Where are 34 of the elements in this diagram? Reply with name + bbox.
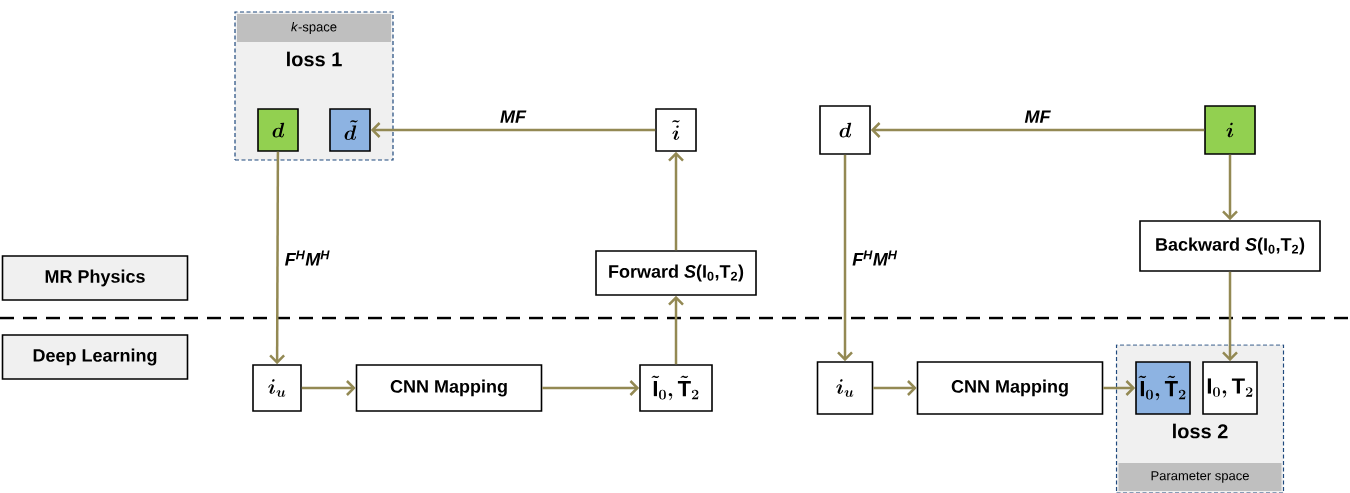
panel-header: k-space bbox=[237, 14, 391, 42]
image-box: $i_{u}$ bbox=[816, 361, 874, 415]
arrow bbox=[837, 154, 853, 362]
edge-label: MF bbox=[1024, 110, 1051, 123]
image-box: $\tilde{i}$ bbox=[655, 108, 697, 152]
data-box: $d$ bbox=[257, 108, 299, 152]
parameter-box: $\tilde{\mathrm{I}}_{0},\tilde{\mathrm{T}}_{2}$ bbox=[1135, 361, 1191, 415]
process-box: Backward S(I$_{0}$,T$_{2}$) bbox=[1139, 220, 1321, 272]
process-box: CNN Mapping bbox=[916, 361, 1104, 415]
panel-header: Parameter space bbox=[1118, 463, 1282, 491]
parameter-box: $\mathrm{I}_{0},\mathrm{T}_{2}$ bbox=[1202, 361, 1258, 415]
data-box: $d$ bbox=[819, 105, 871, 155]
section-box: MR Physics bbox=[1, 255, 189, 301]
arrow bbox=[370, 122, 656, 138]
arrow bbox=[1222, 154, 1238, 221]
arrow bbox=[542, 380, 640, 396]
arrow bbox=[301, 380, 356, 396]
arrow bbox=[668, 295, 684, 365]
edge-label: F$^{H}$M$^{H}$ bbox=[852, 250, 898, 266]
process-box: CNN Mapping bbox=[355, 364, 543, 412]
edge-label: F$^{H}$M$^{H}$ bbox=[285, 250, 330, 266]
image-box: $i_{u}$ bbox=[252, 364, 302, 412]
parameter-box: $\tilde{\mathrm{I}}_{0},\tilde{\mathrm{T}}_{2}$ bbox=[639, 364, 713, 412]
data-box: $\tilde{d}$ bbox=[329, 108, 371, 152]
arrow bbox=[269, 151, 285, 365]
section-box: Deep Learning bbox=[1, 334, 189, 380]
arrow bbox=[1103, 380, 1136, 396]
arrow bbox=[668, 151, 684, 251]
process-box: Forward S(I$_{0}$,T$_{2}$) bbox=[595, 250, 757, 296]
edge-label: MF bbox=[500, 110, 527, 123]
arrow bbox=[870, 122, 1205, 138]
arrow bbox=[873, 380, 917, 396]
arrow bbox=[1222, 271, 1238, 362]
image-box: $i$ bbox=[1204, 105, 1256, 155]
